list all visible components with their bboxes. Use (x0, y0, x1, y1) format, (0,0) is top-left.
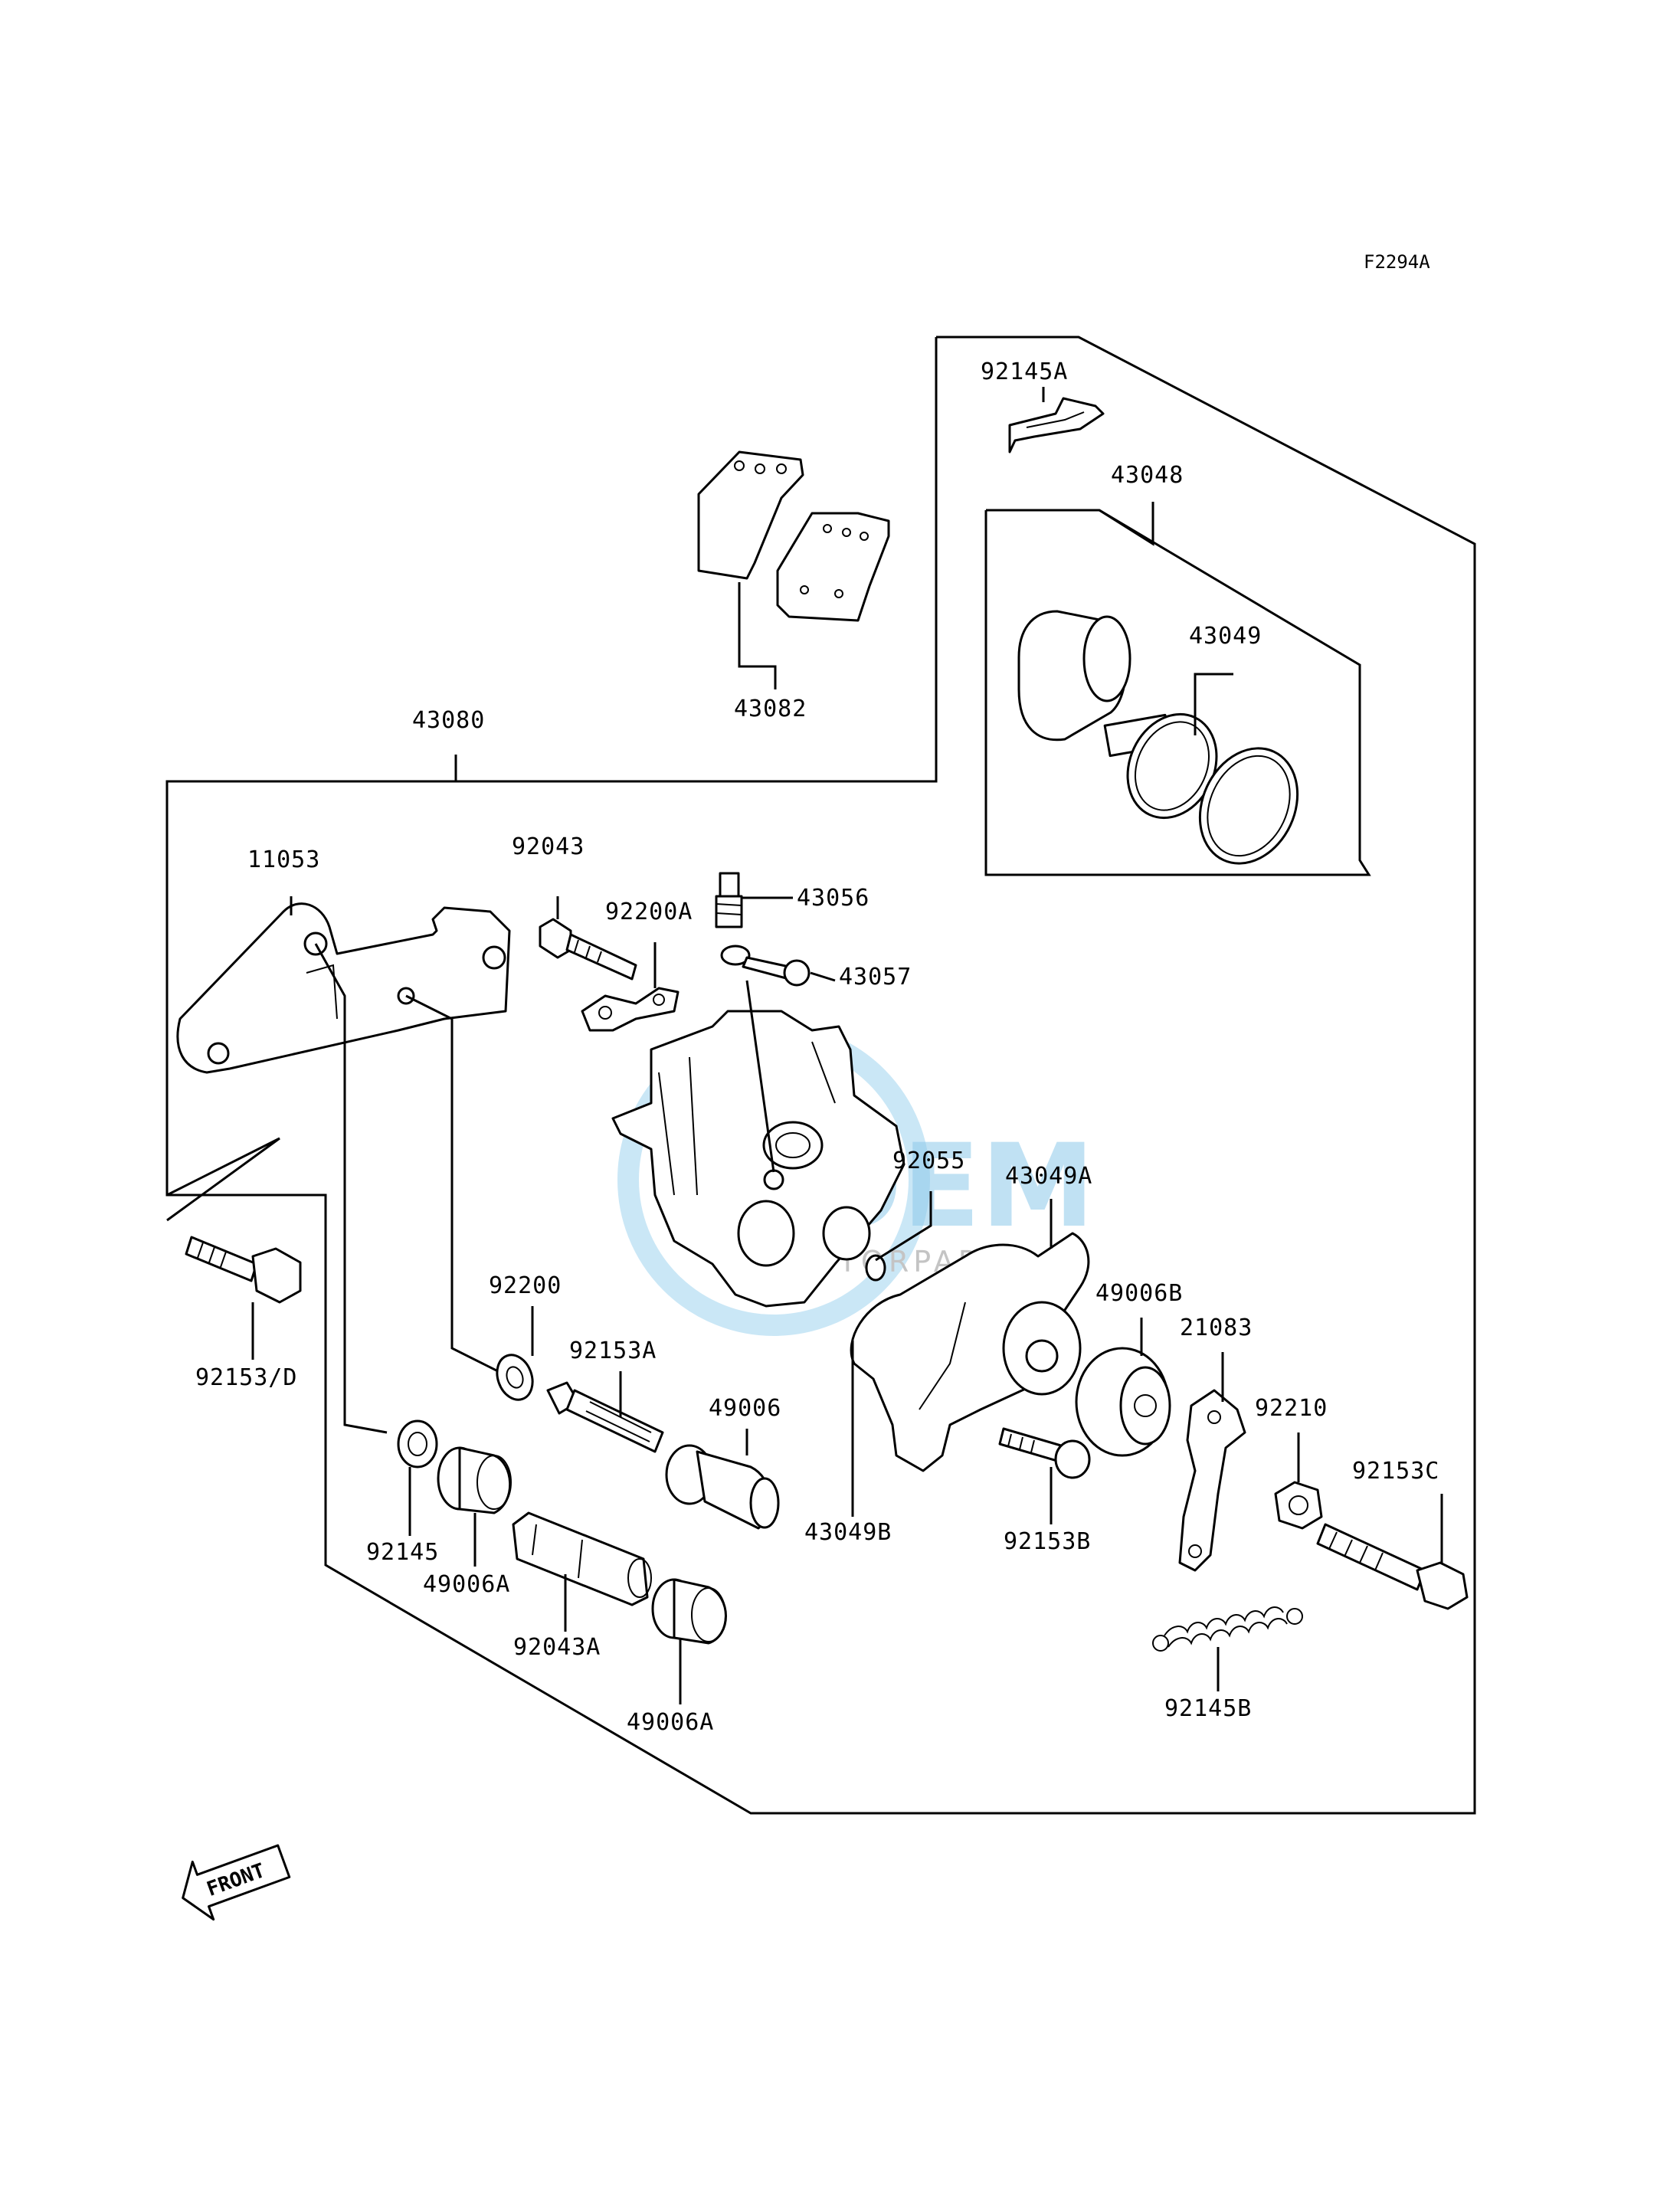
lock-plate-part (581, 987, 680, 1032)
label-49006b: 49006B (1095, 1280, 1183, 1307)
actuating-lever-part (850, 1232, 1090, 1472)
label-49006: 49006 (709, 1395, 781, 1422)
assembly-outline (165, 336, 1476, 1815)
boot-49006a-upper-part (437, 1446, 512, 1514)
label-43049a: 43049A (1005, 1163, 1092, 1190)
bolt-92153b-part (998, 1427, 1091, 1479)
brake-pads-part (697, 450, 890, 622)
nut-92210-part (1274, 1481, 1323, 1530)
label-43049: 43049 (1189, 623, 1262, 650)
bolt-92153d-part (185, 1236, 302, 1304)
front-arrow: FRONT (182, 1844, 291, 1921)
seals-part (1126, 712, 1299, 865)
pin-92153a-part (546, 1381, 664, 1453)
label-43082: 43082 (734, 696, 807, 722)
label-92043: 92043 (512, 833, 585, 860)
boot-49006-part (665, 1444, 780, 1530)
label-92153b: 92153B (1004, 1528, 1091, 1555)
gasket-92055-part (865, 1254, 886, 1282)
label-92153c: 92153C (1352, 1458, 1439, 1485)
label-92210: 92210 (1255, 1395, 1328, 1422)
washer-92145-part (397, 1419, 438, 1468)
label-43048: 43048 (1111, 462, 1184, 489)
label-92145b: 92145B (1164, 1695, 1252, 1722)
nut-49006b-part (1075, 1347, 1171, 1457)
pin-92043a-part (512, 1511, 652, 1606)
label-21083: 21083 (1180, 1315, 1253, 1341)
washer-92200-part (496, 1354, 534, 1401)
label-92153a: 92153A (569, 1338, 657, 1364)
label-92153d: 92153/D (195, 1364, 297, 1391)
label-49006a-upper: 49006A (423, 1571, 510, 1598)
bleeder-part (715, 872, 743, 928)
label-43056: 43056 (797, 885, 869, 912)
leader-lines (251, 387, 1443, 1704)
caliper-body-part (611, 1010, 905, 1308)
diagram-code: F2294A (1364, 251, 1430, 273)
spring-92145b-part (1152, 1606, 1303, 1652)
label-92200a: 92200A (605, 899, 693, 925)
label-92200: 92200 (489, 1272, 562, 1299)
arm-21083-part (1178, 1389, 1246, 1572)
label-92145: 92145 (366, 1539, 439, 1566)
label-43057: 43057 (839, 964, 912, 990)
boot-49006a-lower-part (651, 1578, 727, 1645)
label-92043a: 92043A (513, 1634, 601, 1661)
label-49006a-lower: 49006A (627, 1709, 714, 1736)
label-92145a: 92145A (981, 359, 1068, 385)
label-43049b: 43049B (804, 1519, 892, 1546)
banjo-part (720, 945, 811, 987)
clip-92145a-part (1008, 397, 1105, 453)
label-43080: 43080 (412, 707, 485, 734)
label-11053: 11053 (247, 846, 320, 873)
bracket-11053-part (176, 902, 511, 1074)
bolt-92043-part (539, 918, 637, 981)
part-labels: 92145A 43048 43049 43082 43080 11053 920… (195, 359, 1439, 1736)
bolt-92153c-part (1316, 1523, 1469, 1610)
label-92055: 92055 (892, 1148, 965, 1174)
